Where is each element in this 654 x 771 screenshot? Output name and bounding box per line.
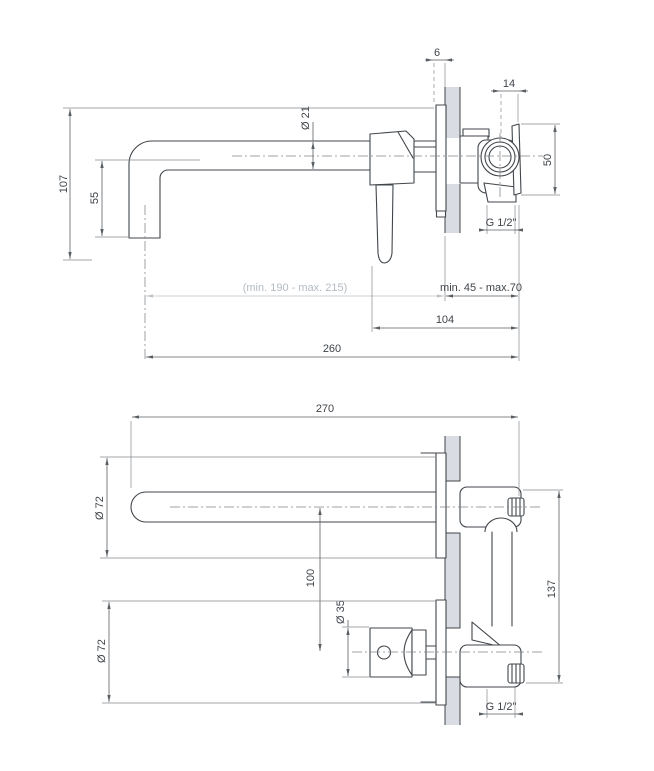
handle-side bbox=[369, 130, 437, 264]
dim-wall-range: min. 45 - max.70 bbox=[440, 282, 522, 294]
plan-dimensions: 270 Ø 72 100 Ø 35 Ø 72 137 bbox=[94, 403, 563, 718]
dim-thread-plan: G 1/2" bbox=[486, 701, 517, 713]
dim-valve-body-height: 50 bbox=[542, 154, 554, 166]
dim-spout-diameter: Ø 21 bbox=[300, 106, 312, 130]
wall-section-plan bbox=[444, 436, 462, 725]
dim-thread-side: G 1/2" bbox=[486, 217, 517, 229]
dim-handle-diameter: Ø 35 bbox=[335, 600, 347, 624]
escutcheon-plate-side bbox=[435, 104, 447, 218]
dim-install-range: (min. 190 - max. 215) bbox=[243, 282, 348, 294]
dim-spout-height: 55 bbox=[89, 192, 101, 204]
valve-body-side bbox=[459, 123, 522, 203]
dim-depth-handle: 104 bbox=[436, 314, 454, 326]
side-dimensions: 6 14 Ø 21 107 55 (min. 190 - max bbox=[58, 47, 560, 361]
dim-height-total: 107 bbox=[58, 175, 70, 193]
dim-body-height: 137 bbox=[546, 580, 558, 598]
dim-centers-distance: 100 bbox=[305, 569, 317, 587]
valve-union-plan bbox=[445, 621, 525, 688]
dim-union-depth: 14 bbox=[503, 78, 515, 90]
dim-depth-total: 260 bbox=[323, 343, 341, 355]
wall-section-side bbox=[444, 87, 462, 233]
dim-spout-escutcheon: Ø 72 bbox=[94, 496, 106, 520]
handle-plan bbox=[369, 627, 437, 678]
dim-plate-thickness: 6 bbox=[434, 47, 440, 59]
side-view: 6 14 Ø 21 107 55 (min. 190 - max bbox=[58, 47, 560, 361]
dim-spout-length: 270 bbox=[316, 403, 334, 415]
plan-view: 270 Ø 72 100 Ø 35 Ø 72 137 bbox=[94, 403, 563, 725]
dim-handle-escutcheon: Ø 72 bbox=[96, 639, 108, 663]
escutcheon-plates-plan bbox=[420, 452, 447, 706]
